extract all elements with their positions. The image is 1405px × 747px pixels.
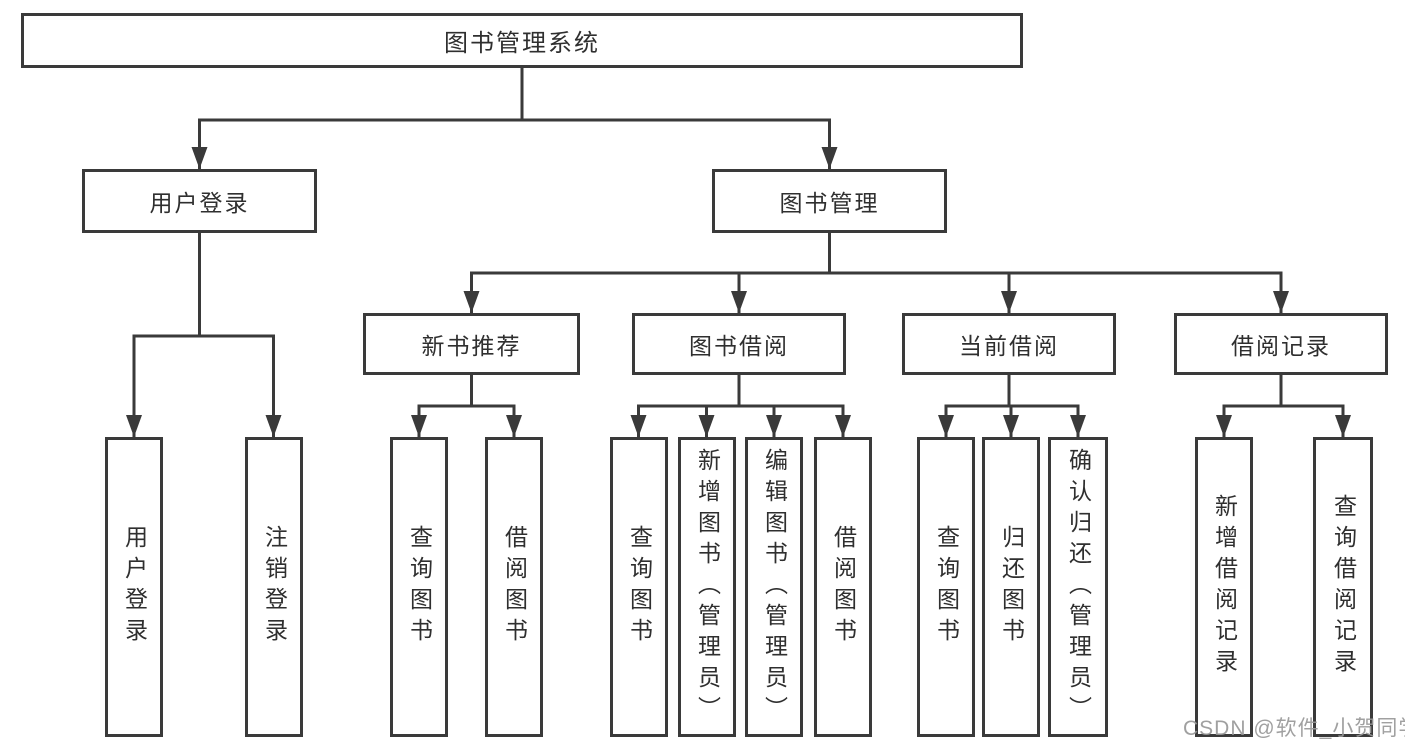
leaf-query-books-2: 查询图书: [610, 437, 668, 737]
leaf-user-login-label: 用户登录: [121, 525, 148, 649]
node-user-login: 用户登录: [82, 169, 317, 233]
trunk-borrowing-records: [1222, 373, 1345, 408]
leaf-add-borrow-record: 新增借阅记录: [1195, 437, 1253, 737]
trunk-book-management: [470, 231, 1283, 275]
leaf-edit-book-admin-label: 编辑图书（管理员）: [761, 447, 788, 727]
leaf-return-books: 归还图书: [982, 437, 1040, 737]
leaf-query-borrow-record-label: 查询借阅记录: [1330, 494, 1357, 680]
leaf-add-borrow-record-label: 新增借阅记录: [1211, 494, 1238, 680]
node-book-borrowing: 图书借阅: [632, 313, 846, 375]
leaf-borrow-books-1: 借阅图书: [485, 437, 543, 737]
csdn-watermark: CSDN @软件_小贺同学: [1183, 717, 1405, 740]
trunk-book-borrowing: [637, 373, 845, 408]
trunk-current-borrowing: [944, 373, 1080, 408]
leaf-edit-book-admin: 编辑图书（管理员）: [745, 437, 803, 737]
trunk-new-book-recommendation: [417, 373, 516, 408]
leaf-borrow-books-2: 借阅图书: [814, 437, 872, 737]
leaf-add-book-admin-label: 新增图书（管理员）: [694, 447, 721, 727]
leaf-add-book-admin: 新增图书（管理员）: [678, 437, 736, 737]
node-root: 图书管理系统: [21, 13, 1023, 68]
leaf-borrow-books-1-label: 借阅图书: [501, 525, 528, 649]
leaf-confirm-return-admin: 确认归还（管理员）: [1048, 437, 1108, 737]
node-new-book-recommendation: 新书推荐: [363, 313, 580, 375]
leaf-query-books-1-label: 查询图书: [406, 525, 433, 649]
leaf-query-borrow-record: 查询借阅记录: [1313, 437, 1373, 737]
trunk-user-login: [132, 231, 275, 338]
leaf-return-books-label: 归还图书: [998, 525, 1025, 649]
leaf-query-books-2-label: 查询图书: [626, 525, 653, 649]
leaf-logout-label: 注销登录: [261, 525, 288, 649]
node-current-borrowing: 当前借阅: [902, 313, 1116, 375]
leaf-confirm-return-admin-label: 确认归还（管理员）: [1065, 447, 1092, 727]
leaf-query-books-3-label: 查询图书: [933, 525, 960, 649]
leaf-query-books-3: 查询图书: [917, 437, 975, 737]
leaf-user-login: 用户登录: [105, 437, 163, 737]
node-book-management: 图书管理: [712, 169, 947, 233]
node-borrowing-records: 借阅记录: [1174, 313, 1388, 375]
leaf-logout: 注销登录: [245, 437, 303, 737]
leaf-query-books-1: 查询图书: [390, 437, 448, 737]
trunk-root: [198, 66, 831, 122]
leaf-borrow-books-2-label: 借阅图书: [830, 525, 857, 649]
